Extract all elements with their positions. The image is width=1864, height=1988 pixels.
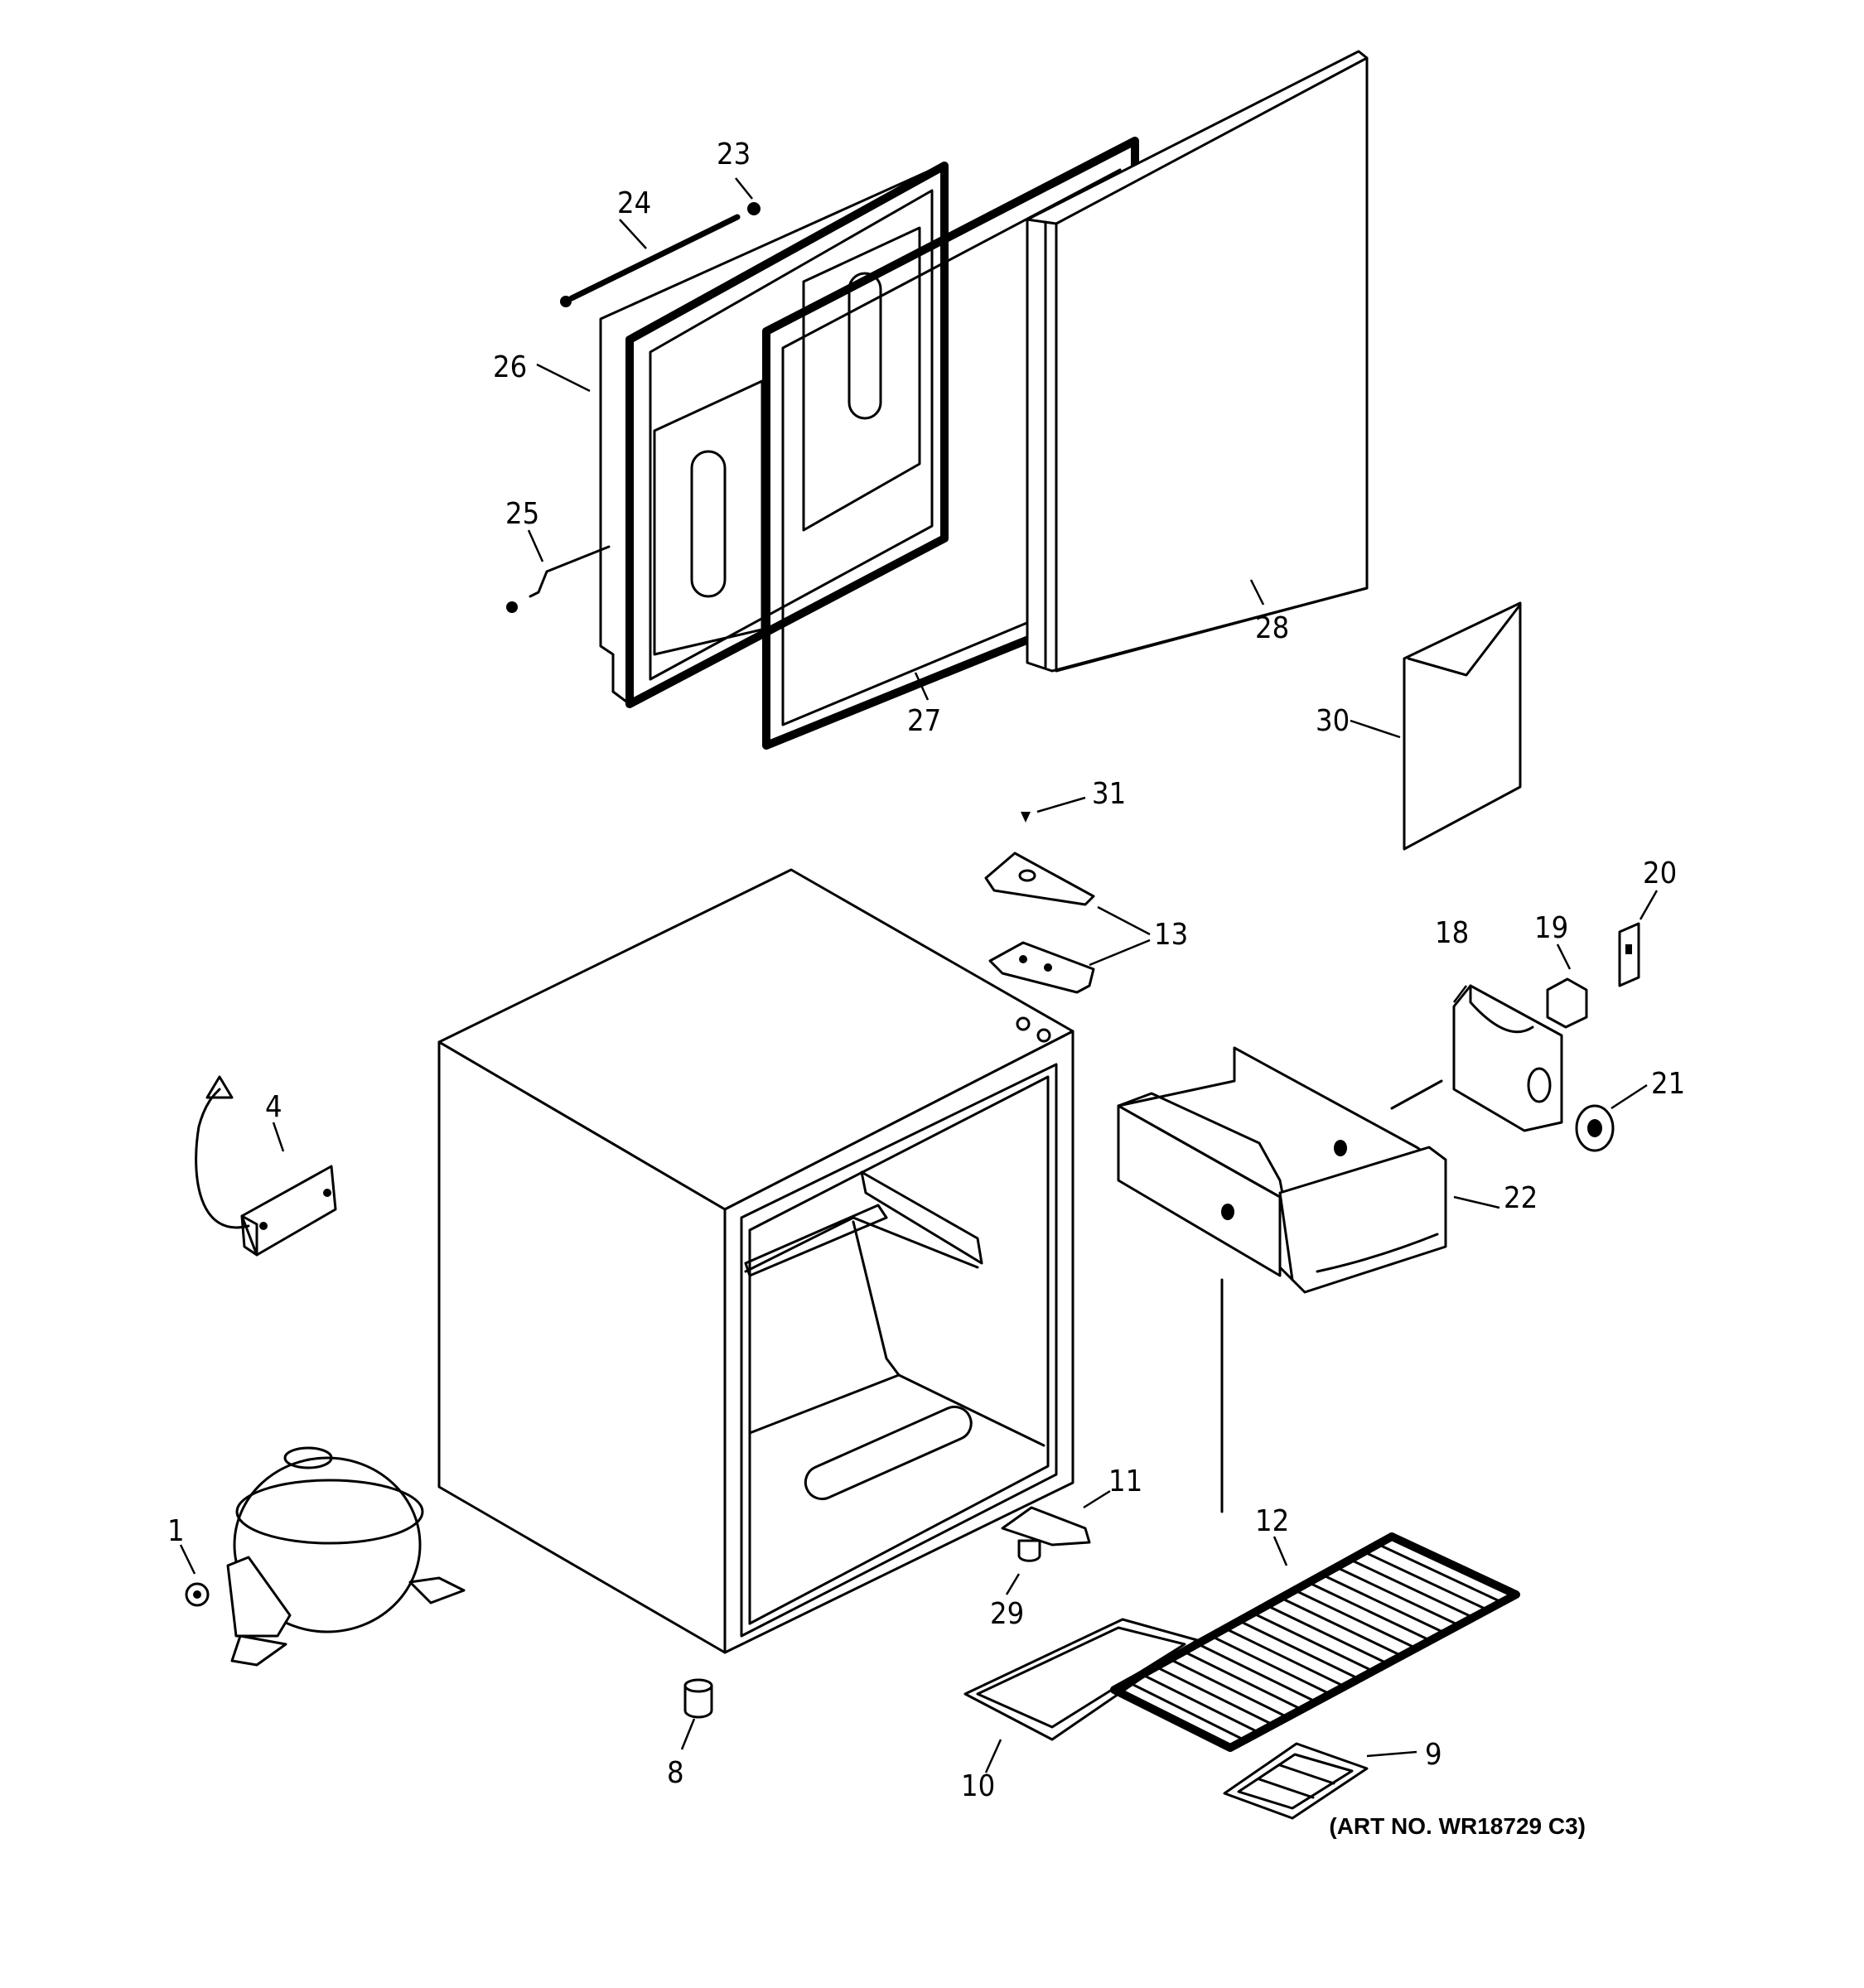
shelf-wire [1154,1665,1275,1726]
callout-19: 19 [1534,911,1568,945]
shelf-wire [1376,1542,1504,1604]
shelf-wire [1168,1657,1289,1719]
door-part-28 [1026,50,1369,673]
callout-24: 24 [617,186,651,220]
callout-26: 26 [493,350,527,384]
shelf-wire [1196,1643,1317,1703]
callout-4: 4 [265,1090,282,1124]
screw-part-31 [1021,812,1031,823]
callout-29: 29 [990,1597,1024,1631]
door-liner-part-26 [599,162,949,708]
callout-20: 20 [1643,856,1677,890]
ice-tray-part-9 [1223,1742,1369,1820]
callout-13: 13 [1154,918,1188,952]
shelf-wire [1238,1619,1360,1681]
hinge-part-13 [984,852,1095,994]
art-number: (ART NO. WR18729 C3) [1329,1813,1586,1839]
callout-1: 1 [167,1514,185,1548]
callout-21: 21 [1651,1067,1685,1101]
callout-18: 18 [1435,916,1469,950]
wire-shelf-part-12 [1110,1532,1520,1752]
callout-30: 30 [1316,704,1350,738]
callout-28: 28 [1255,611,1289,645]
cabinet [437,868,1074,1654]
callout-10: 10 [961,1769,995,1803]
compressor-part-1 [185,1446,466,1667]
leveling-leg-part-8 [683,1678,713,1719]
freezer-compartment-part-22 [1117,1046,1447,1513]
foot-part-29 [1017,1539,1041,1562]
callout-11: 11 [1108,1464,1142,1498]
callout-labels: 1 4 8 9 10 11 12 13 18 19 20 21 22 23 24… [167,138,1685,1803]
callout-25: 25 [505,497,539,531]
shelf-wire [1141,1673,1260,1734]
shelf-wire [1127,1681,1246,1742]
callout-8: 8 [667,1756,684,1790]
callout-31: 31 [1092,777,1126,811]
leader-lines [179,177,1659,1773]
callout-23: 23 [717,138,751,171]
shelf-wire [1307,1581,1432,1642]
shelf-wire [1363,1551,1489,1611]
control-housing-part-18 [1390,984,1563,1132]
wire-part-25 [506,545,611,613]
thermostat-part-19 [1546,977,1588,1029]
nut-part-23 [747,202,761,215]
shelf-wire [1252,1612,1374,1672]
bracket-part-20 [1618,922,1640,987]
callout-12: 12 [1255,1504,1289,1538]
shelf-wire [1293,1589,1417,1650]
control-knob-part-21 [1575,1104,1615,1152]
shelf-wire [1182,1650,1303,1711]
shelf-wire [1335,1566,1461,1627]
drip-tray-part-10 [963,1618,1199,1741]
shelf-wire [1321,1573,1446,1634]
callout-27: 27 [907,704,941,738]
temperature-control-part-4 [195,1075,337,1257]
shelf-wire [1224,1627,1346,1688]
shelf-wire [1349,1558,1475,1619]
shelf-wire [1265,1604,1389,1665]
callout-22: 22 [1504,1181,1538,1215]
callout-9: 9 [1425,1738,1442,1772]
shelf-wire [1210,1634,1332,1696]
manual-part-30 [1403,601,1522,851]
shelf-wire [1279,1596,1403,1657]
shelf-rod-part-24 [560,202,761,307]
bottom-hinge-part-11 [1001,1506,1091,1562]
